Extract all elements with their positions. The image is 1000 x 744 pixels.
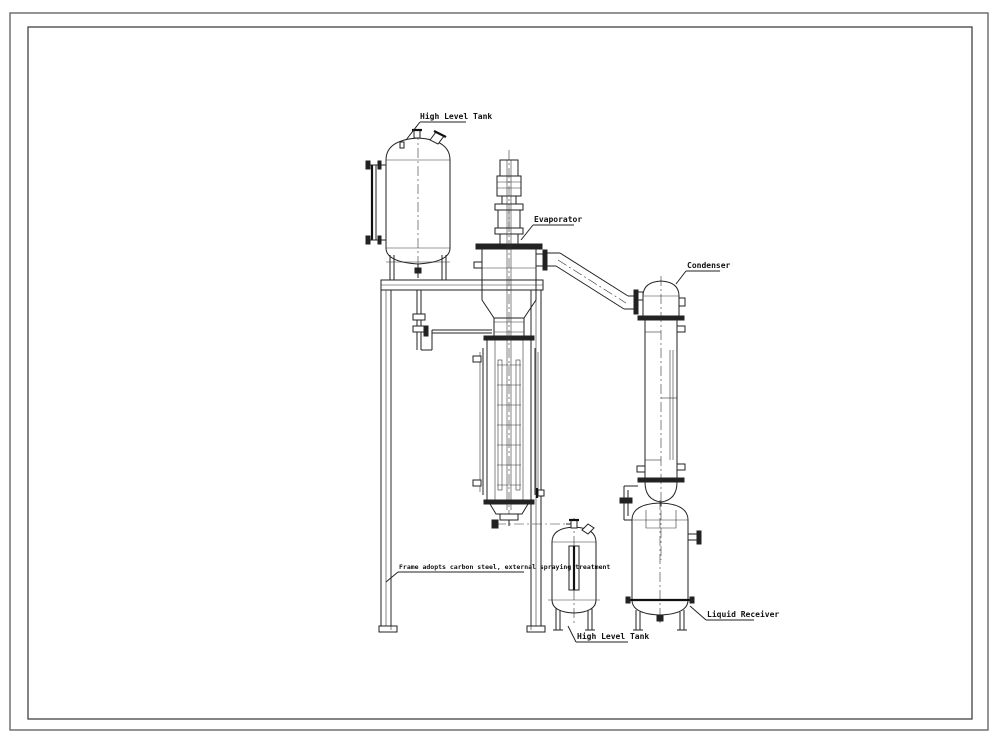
leader-lines <box>385 121 754 643</box>
high-level-tank-bottom <box>548 518 600 631</box>
label-high-level-tank-top: High Level Tank <box>420 111 492 121</box>
liquid-receiver <box>625 500 702 631</box>
vapor-pipe <box>547 252 639 315</box>
feed-pipe <box>412 290 492 351</box>
outer-border <box>9 12 989 731</box>
evaporator <box>472 150 572 529</box>
label-condenser: Condenser <box>687 261 731 270</box>
inner-border <box>27 26 973 720</box>
label-evaporator: Evaporator <box>534 215 582 224</box>
label-frame-note: Frame adopts carbon steel, external spra… <box>399 563 610 571</box>
condenser <box>619 276 686 560</box>
label-high-level-tank-bottom: High Level Tank <box>577 631 649 641</box>
label-liquid-receiver: Liquid Receiver <box>707 609 779 619</box>
high-level-tank-top <box>365 128 451 280</box>
